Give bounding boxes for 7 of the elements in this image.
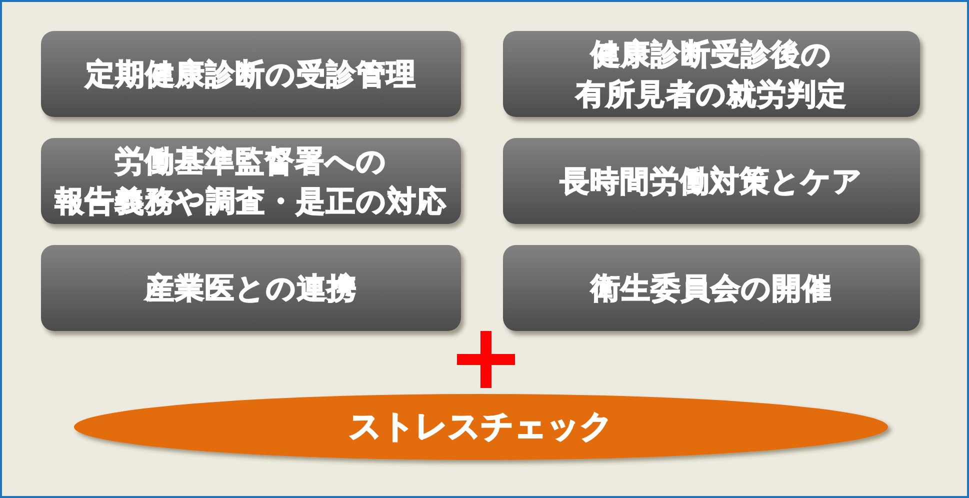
rounded-box: 長時間労働対策とケア [503, 138, 920, 224]
ellipse-banner: ストレスチェック [74, 394, 888, 460]
rounded-box: 労働基準監督署への報告義務や調査・是正の対応 [41, 138, 461, 224]
rounded-box: 健康診断受診後の有所見者の就労判定 [503, 31, 920, 117]
rounded-box: 定期健康診断の受診管理 [41, 31, 461, 117]
rounded-box: 産業医との連携 [41, 245, 461, 331]
rounded-box: 衛生委員会の開催 [503, 245, 920, 331]
